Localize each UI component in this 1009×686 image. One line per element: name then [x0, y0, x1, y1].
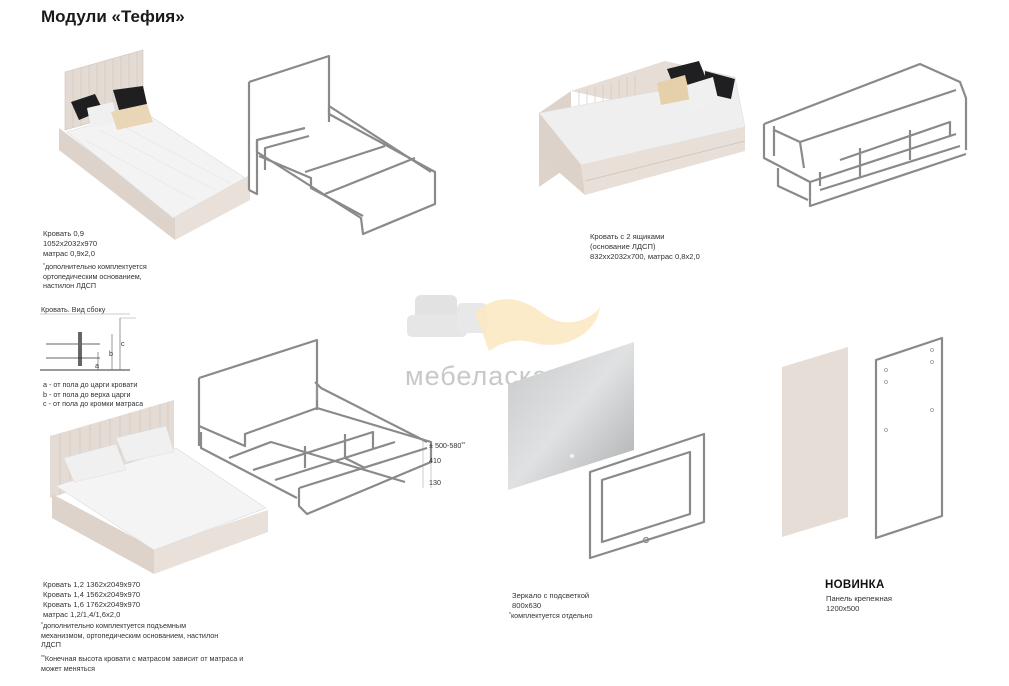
mirror-note-mark: * [509, 612, 511, 618]
mirror-size: 800х630 [512, 601, 542, 610]
bed-09-note: дополнительно комплектуется ортопедическ… [43, 262, 147, 290]
side-view-letter-b: b [109, 349, 113, 358]
mirror-note: комплектуется отдельно [510, 611, 593, 620]
bed-large-render [50, 400, 268, 574]
bed-large-wireframe [197, 338, 433, 516]
bed-drawers-size: 832хх2032х700, матрас 0,8х2,0 [590, 252, 700, 261]
bed-drawers-base: (основание ЛДСП) [590, 242, 656, 251]
mirror-name: Зеркало с подсветкой [512, 591, 590, 600]
bed-09-size: 1052х2032х970 [43, 239, 98, 248]
panel-size: 1200х500 [826, 604, 860, 613]
bed-large-dim-top: ± 500-580 [429, 441, 462, 450]
bed-drawers-render [538, 61, 746, 195]
bed-large-dim-low: 130 [429, 478, 441, 487]
bed-large-mattress: матрас 1,2/1,4/1,6х2,0 [43, 610, 121, 619]
side-view-diagram [40, 313, 136, 371]
bed-large-note2: Конечная высота кровати с матрасом завис… [41, 654, 244, 673]
panel-new-badge: НОВИНКА [825, 579, 885, 591]
bed-large-note1: дополнительно комплектуется подъемным ме… [41, 621, 219, 649]
side-view-legend-b: b - от пола до верха царги [43, 389, 131, 399]
mirror-wireframe [588, 432, 706, 560]
bed-large-dim-top-mark: ** [461, 442, 466, 448]
bed-09-mattress: матрас 0,9х2,0 [43, 249, 96, 258]
bed-09-wireframe [247, 54, 437, 236]
panel-name: Панель крепежная [826, 594, 892, 603]
panel-wireframe [874, 336, 944, 540]
side-view-legend-c: c - от пола до кромки матраса [43, 399, 144, 408]
side-view-letter-a: a [95, 361, 99, 370]
bed-large-note1-mark: * [41, 622, 43, 628]
bed-drawers-wireframe [762, 62, 968, 208]
bed-large-note2-mark: ** [41, 655, 45, 661]
bed-16-line: Кровать 1,6 1762х2049х970 [43, 600, 141, 609]
mirror-render [508, 342, 634, 490]
bed-large-dim-mid: 410 [429, 456, 441, 465]
bed-14-line: Кровать 1,4 1562х2049х970 [43, 590, 141, 599]
bed-09-name: Кровать 0,9 [43, 229, 84, 238]
page-title: Модули «Тефия» [41, 7, 185, 26]
side-view-letter-c: c [121, 339, 125, 348]
bed-drawers-name: Кровать с 2 ящиками [590, 232, 665, 241]
panel-render [782, 347, 848, 537]
bed-12-line: Кровать 1,2 1362х2049х970 [43, 580, 141, 589]
bed-09-render [59, 49, 250, 240]
side-view-legend-a: a - от пола до царги кровати [43, 380, 138, 389]
bed-09-note-mark: * [43, 263, 45, 269]
side-view-title: Кровать. Вид сбоку [41, 305, 106, 314]
